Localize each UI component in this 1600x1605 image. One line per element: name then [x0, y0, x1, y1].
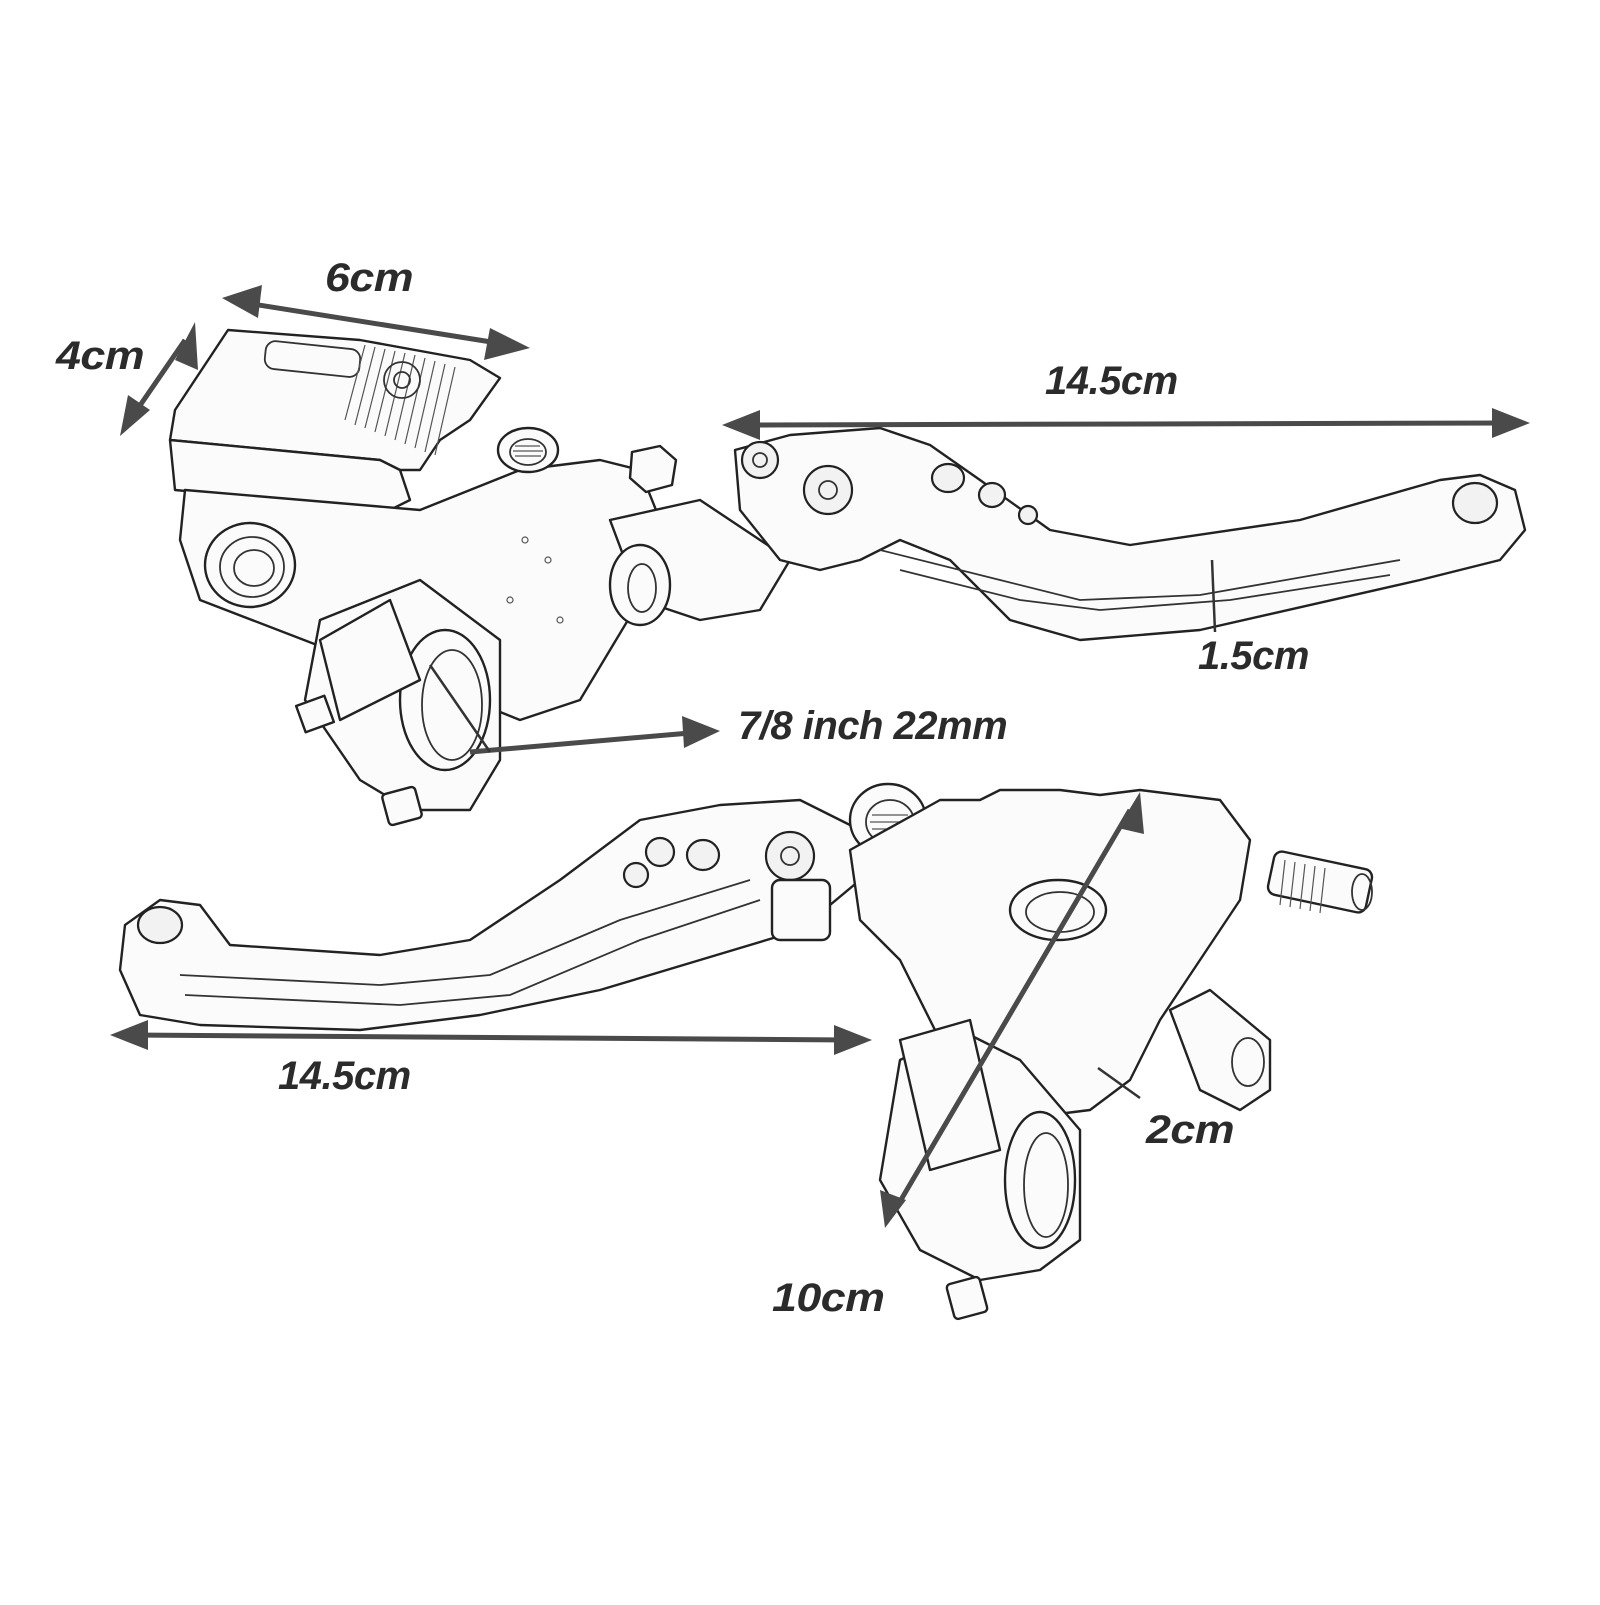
label-clutch-body-width: 2cm [1146, 1108, 1235, 1152]
clutch-lever-assembly [118, 782, 1374, 1321]
label-clutch-lever-length: 14.5cm [278, 1054, 411, 1098]
dimension-arrows [110, 285, 1530, 1228]
label-brake-lever-width: 1.5cm [1198, 634, 1309, 678]
label-handlebar-diameter: 7/8 inch 22mm [738, 704, 1008, 748]
brake-lever-blade [733, 426, 1527, 642]
label-brake-lever-length: 14.5cm [1045, 359, 1178, 403]
label-clutch-body-height: 10cm [772, 1276, 885, 1320]
label-reservoir-width: 6cm [325, 256, 414, 300]
brake-master-cylinder [168, 328, 792, 827]
label-reservoir-depth: 4cm [56, 334, 145, 378]
